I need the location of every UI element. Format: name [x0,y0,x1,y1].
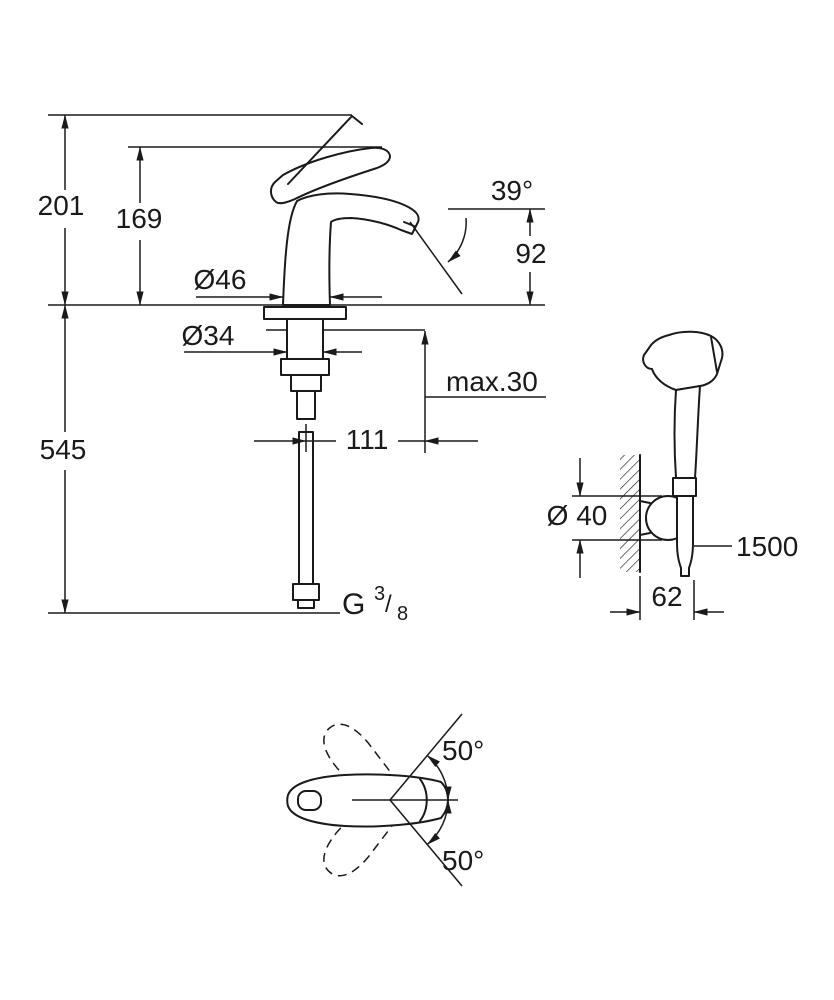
thread-label: G 3 / 8 [342,583,408,625]
spray-face-line [710,336,718,373]
max-30-label: max.30 [446,366,538,397]
dim-169: 169 [116,146,163,306]
grip-knurl [672,477,697,497]
swivel-arc-up [426,755,452,801]
dim-dia40: Ø 40 [547,458,662,578]
gasket [263,306,347,320]
dim-dia46: Ø46 [194,264,382,301]
handle-dashed-up [323,723,409,817]
dim-545-label: 545 [40,434,87,465]
swivel-angle-lines [352,713,463,887]
shower-hose [676,541,694,577]
dim-201: 201 [38,114,85,306]
dia-40-label: Ø 40 [547,500,608,531]
faucet-body [282,192,420,306]
dia-34-label: Ø34 [182,320,235,351]
dim-201-label: 201 [38,190,85,221]
dim-62: 62 [610,576,724,620]
dim-111: 111 [254,424,478,455]
washer [290,374,322,392]
spout-angle-line [409,221,463,295]
shower-tube-mask [676,494,694,542]
handle-raised-line [287,115,363,185]
shower-head [642,330,724,391]
hose-nipple [296,390,316,420]
hose-body [298,431,314,585]
dim-62-label: 62 [651,581,682,612]
holder-bracket [639,500,651,536]
front-view [263,115,425,609]
thread-numerator: 3 [374,583,385,605]
mounting-nut [280,358,330,376]
thread-denominator: 8 [397,603,408,625]
side-view [620,330,724,577]
handle-top-slot [297,790,322,811]
dim-1500: 1500 [694,531,798,562]
dim-545: 545 [40,304,87,614]
dim-111-label: 111 [346,424,389,455]
handle-dashed-down [323,783,409,877]
hose-nut [292,583,320,601]
thread-slash: / [385,591,392,618]
dim-92-label: 92 [515,238,546,269]
shower-handle [673,385,701,479]
angle-50-up-label: 50° [442,735,484,766]
front-dimensions: 201 169 39° 92 Ø46 Ø34 [38,114,547,625]
dia-46-label: Ø46 [194,264,247,295]
angle-50-down-label: 50° [442,845,484,876]
dim-169-label: 169 [116,203,163,234]
wall-hatch [620,455,640,572]
dim-max30: max.30 [421,330,546,453]
dim-angle-39: 39° [409,175,533,295]
shower-tube [676,495,694,543]
hose-collar [297,599,315,609]
top-view: 50° 50° [286,713,484,887]
threaded-stud [286,318,324,360]
spout-angle-arc [447,217,467,263]
mounting-hardware [263,306,425,420]
thread-g: G [342,588,365,621]
swivel-arc-down [426,799,452,845]
dim-92: 92 [515,208,547,306]
faucet-handle [270,146,391,205]
angle-39-label: 39° [491,175,533,206]
side-dimensions: Ø 40 1500 62 [547,458,798,620]
supply-hose [292,431,320,609]
dim-1500-label: 1500 [736,531,798,562]
dim-dia34: Ø34 [182,320,362,356]
